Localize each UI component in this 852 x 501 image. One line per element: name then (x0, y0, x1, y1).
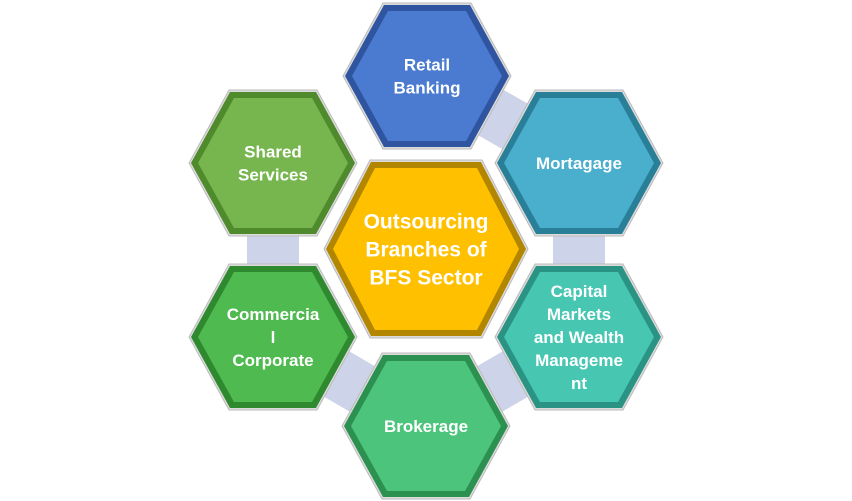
hexagon-face (352, 11, 502, 141)
hexagon-label-line: and Wealth (534, 328, 624, 347)
hexagon-face (333, 168, 519, 330)
hexagon-label-line: BFS Sector (369, 266, 482, 289)
hexagon-label-line: Manageme (535, 351, 623, 370)
hexagon-label-line: nt (571, 374, 587, 393)
hexagon-label-line: Corporate (232, 351, 313, 370)
hexagon-brokerage[interactable]: Brokerage (341, 352, 511, 500)
hexagon-label-line: Markets (547, 305, 611, 324)
hexagon-label-line: Shared (244, 142, 302, 161)
hexagon-face (504, 98, 654, 228)
hexagon-label-line: Branches of (365, 238, 487, 261)
hexagon-face (198, 98, 348, 228)
hexagon-label-line: l (271, 328, 276, 347)
hexagon-label-line: Mortagage (536, 154, 622, 173)
hexagon-label-line: Banking (393, 78, 460, 97)
hexagon-label-line: Services (238, 165, 308, 184)
hexagon-label-line: Outsourcing (364, 210, 489, 233)
hexagon-label-line: Commercia (227, 305, 320, 324)
hexagon-face (198, 272, 348, 402)
hexagon-mortagage[interactable]: Mortagage (494, 89, 664, 237)
hexagon-face (504, 272, 654, 402)
hexagon-face (351, 361, 501, 491)
hexagon-label-line: Brokerage (384, 417, 468, 436)
hexagon-label-line: Capital (551, 282, 608, 301)
hexagon-label-line: Retail (404, 55, 450, 74)
